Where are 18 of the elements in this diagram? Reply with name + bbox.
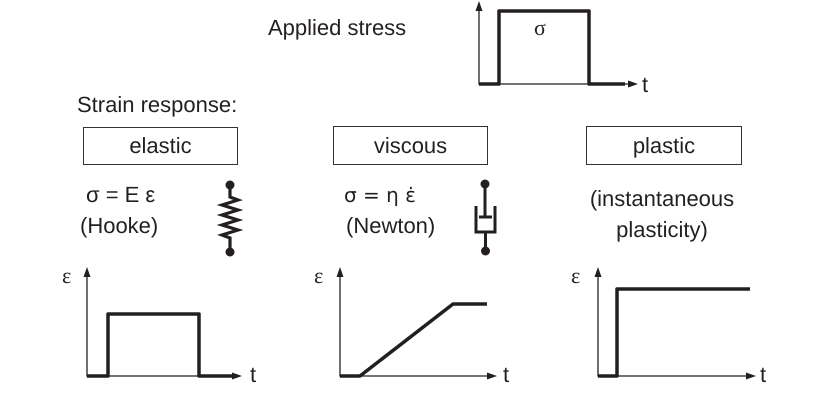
category-box: elastic: [83, 127, 238, 165]
axis-label: t: [760, 362, 766, 388]
law-name: (Newton): [346, 213, 436, 239]
axis-label: ε: [571, 263, 580, 289]
axis-label: ε: [62, 263, 72, 289]
stress-symbol: σ: [534, 15, 546, 41]
equation: σ = η ε̇: [344, 182, 416, 208]
description-text: (instantaneous plasticity): [588, 185, 736, 244]
section-label: Strain response:: [77, 92, 238, 118]
category-box: plastic: [586, 126, 742, 165]
axis-label: ε: [314, 263, 324, 289]
category-box: viscous: [333, 126, 488, 165]
section-label: Applied stress: [268, 15, 406, 41]
law-name: (Hooke): [80, 213, 158, 239]
axis-label: t: [642, 72, 648, 98]
axis-label: t: [250, 362, 256, 388]
equation: σ = E ε: [86, 182, 156, 208]
axis-label: t: [503, 362, 510, 388]
